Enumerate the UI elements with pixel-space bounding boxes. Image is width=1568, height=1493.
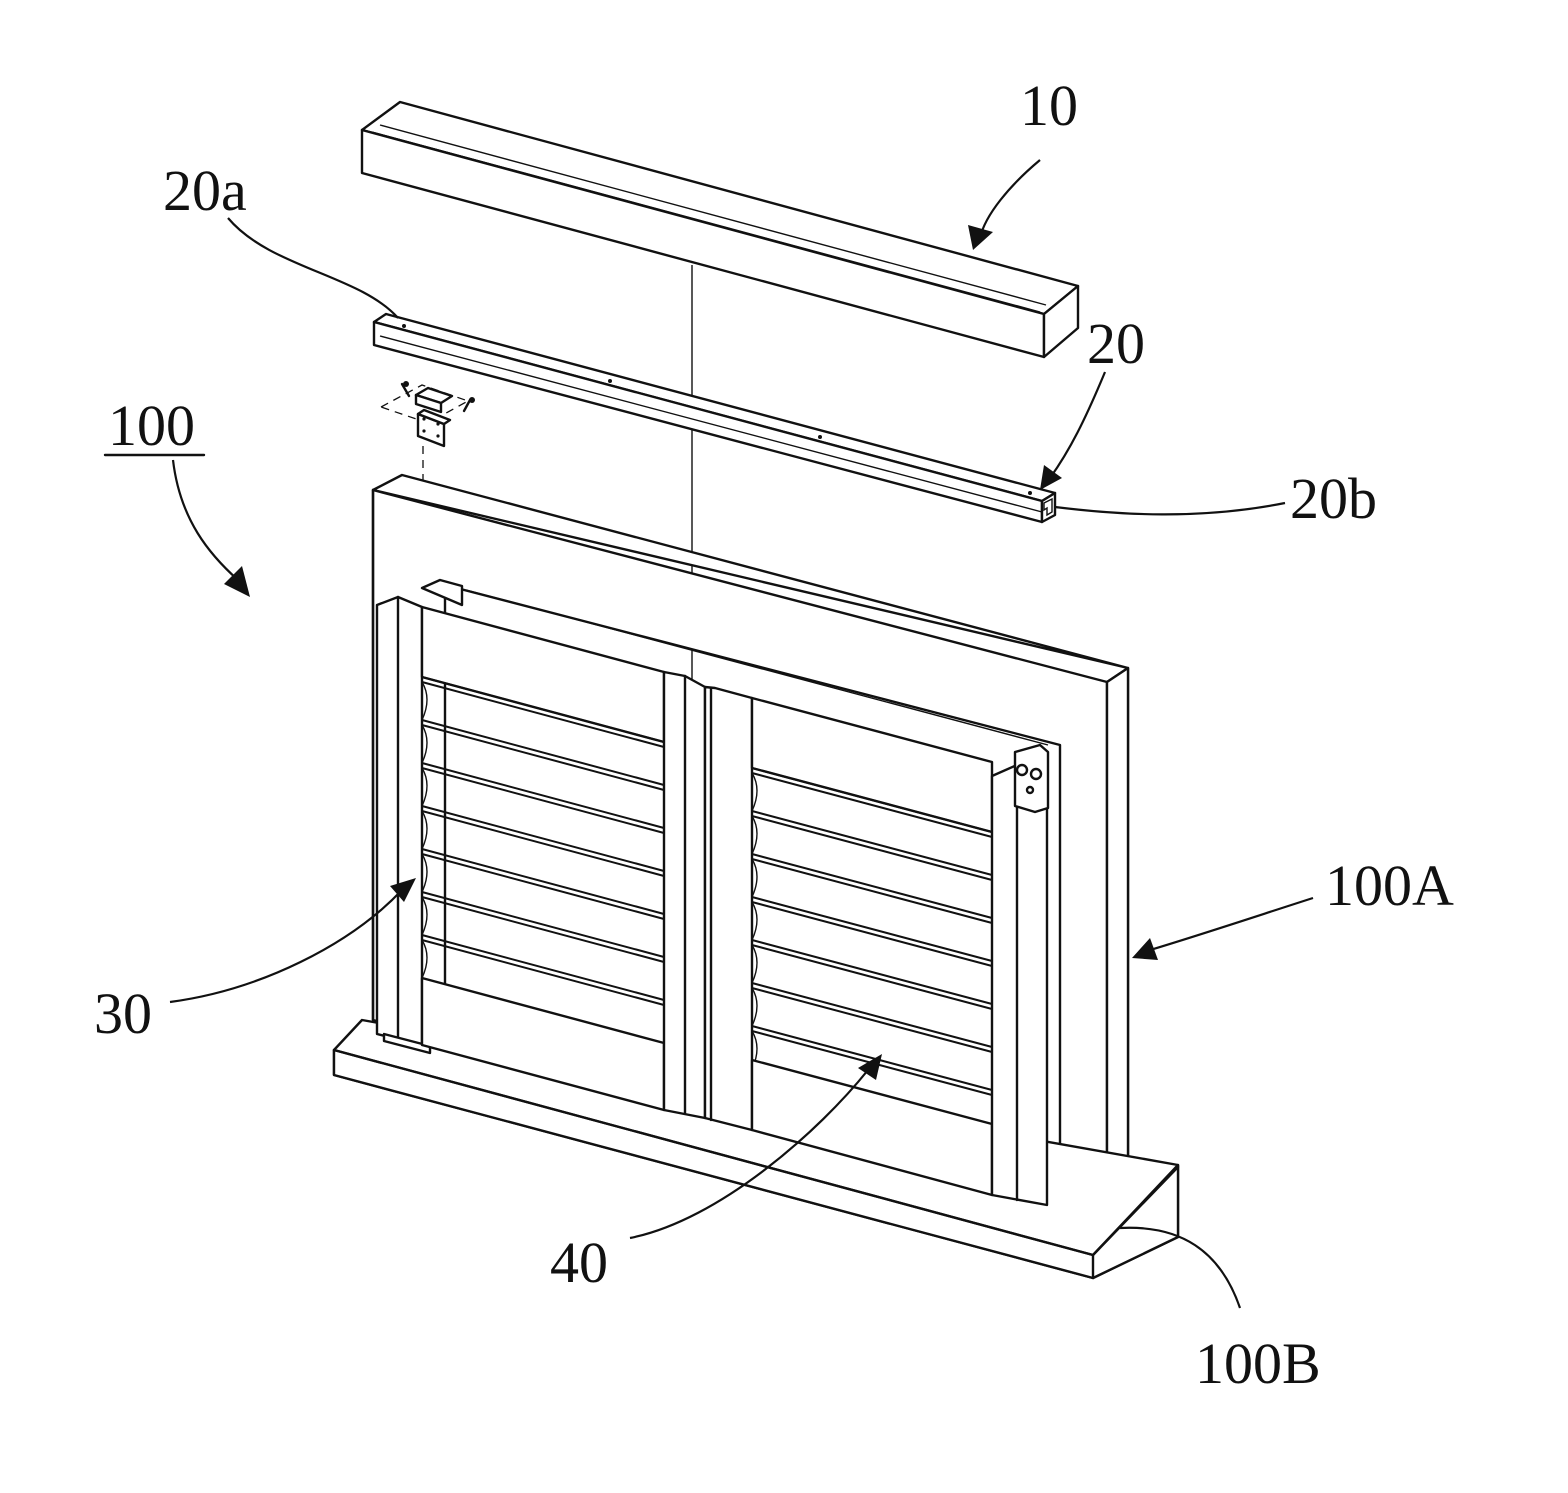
louver-edge [752,816,992,880]
louver-edge [422,811,664,876]
louver-edge [752,854,992,918]
louver-edge [752,902,992,966]
louver-edge [752,988,992,1052]
louver-edge [422,854,664,919]
shutter-panel-40 [752,698,1048,1205]
louver-edge [752,859,992,923]
label-40: 40 [550,1230,608,1295]
louver-edge [422,849,664,914]
louver-edge [752,945,992,1009]
label-100B: 100B [1195,1331,1321,1396]
label-20b: 20b [1290,466,1377,531]
louver-edge [422,763,664,828]
label-20: 20 [1087,311,1145,376]
label-100: 100 [108,393,195,458]
louver-edge [422,897,664,962]
louver-edge [422,768,664,833]
track-20 [374,314,1055,522]
label-10: 10 [1020,73,1078,138]
label-30: 30 [94,981,152,1046]
louver-edge [752,897,992,961]
louver-edge [422,806,664,871]
louver-edge [752,983,992,1047]
label-100A: 100A [1325,853,1454,918]
louver-edge [422,725,664,790]
label-20a: 20a [163,158,247,223]
louver-edge [422,892,664,957]
louver-edge [752,940,992,1004]
